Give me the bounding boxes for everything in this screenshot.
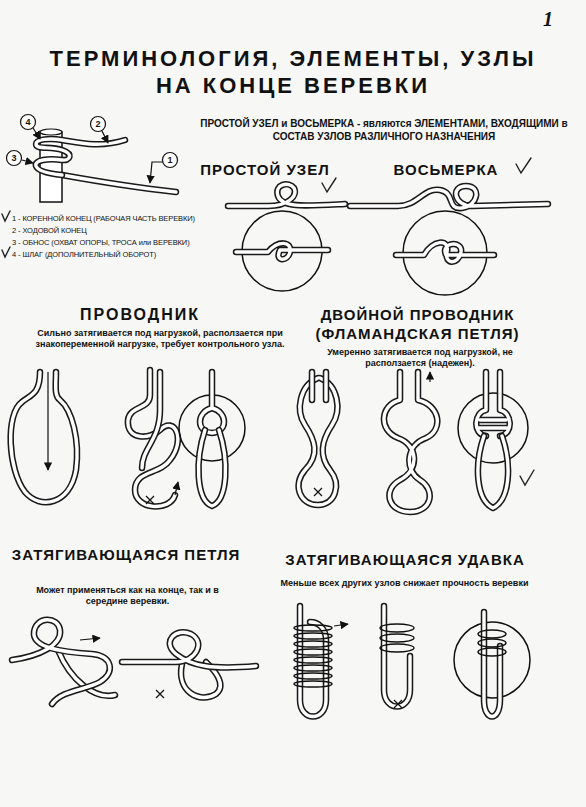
knot-description: Сильно затягивается под нагрузкой, распо… — [35, 328, 285, 350]
overhand-knot — [228, 184, 345, 291]
intro-note: ПРОСТОЙ УЗЕЛ и ВОСЬМЕРКА - являются ЭЛЕМ… — [198, 117, 570, 143]
knot-description: Меньше всех других узлов снижает прочнос… — [252, 578, 557, 589]
term-definition: 1 - КОРЕННОЙ КОНЕЦ (РАБОЧАЯ ЧАСТЬ ВЕРЕВК… — [12, 213, 238, 225]
noose-knot — [294, 606, 530, 717]
knot-heading: ВОСЬМЕРКА — [378, 160, 514, 179]
knot-heading: ЗАТЯГИВАЮЩАЯСЯ ПЕТЛЯ — [10, 545, 242, 564]
bowline-knot — [11, 370, 245, 506]
callout-number: 3 — [7, 152, 21, 164]
term-definition: 4 - ШЛАГ (ДОПОЛНИТЕЛЬНЫЙ ОБОРОТ) — [12, 249, 238, 261]
callout-number: 1 — [163, 154, 177, 166]
term-definition: 3 - ОБНОС (ОХВАТ ОПОРЫ, ТРОСА или ВЕРЕВК… — [12, 237, 238, 249]
term-legend: 1 - КОРЕННОЙ КОНЕЦ (РАБОЧАЯ ЧАСТЬ ВЕРЕВК… — [12, 213, 238, 261]
knot-description: Умеренно затягивается под нагрузкой, не … — [300, 347, 540, 369]
page-title: ТЕРМИНОЛОГИЯ, ЭЛЕМЕНТЫ, УЗЛЫ НА КОНЦЕ ВЕ… — [46, 45, 540, 99]
page-number: 1 — [543, 8, 573, 31]
callout-number: 2 — [91, 118, 105, 130]
figure-eight-knot — [350, 186, 548, 295]
slip-loop-knot — [12, 620, 256, 704]
knot-heading: ПРОСТОЙ УЗЕЛ — [193, 160, 337, 179]
knot-heading: ДВОЙНОЙ ПРОВОДНИК (ФЛАМАНДСКАЯ ПЕТЛЯ) — [285, 305, 550, 343]
flemish-loop-knot — [299, 372, 528, 512]
knot-description: Может применяться как на конце, так и в … — [25, 585, 230, 607]
knot-heading: ПРОВОДНИК — [50, 305, 230, 325]
term-definition: 2 - ХОДОВОЙ КОНЕЦ — [12, 225, 238, 237]
callout-number: 4 — [21, 116, 35, 128]
terminology-figure — [7, 115, 178, 203]
knot-heading: ЗАТЯГИВАЮЩАЯСЯ УДАВКА — [250, 550, 560, 569]
